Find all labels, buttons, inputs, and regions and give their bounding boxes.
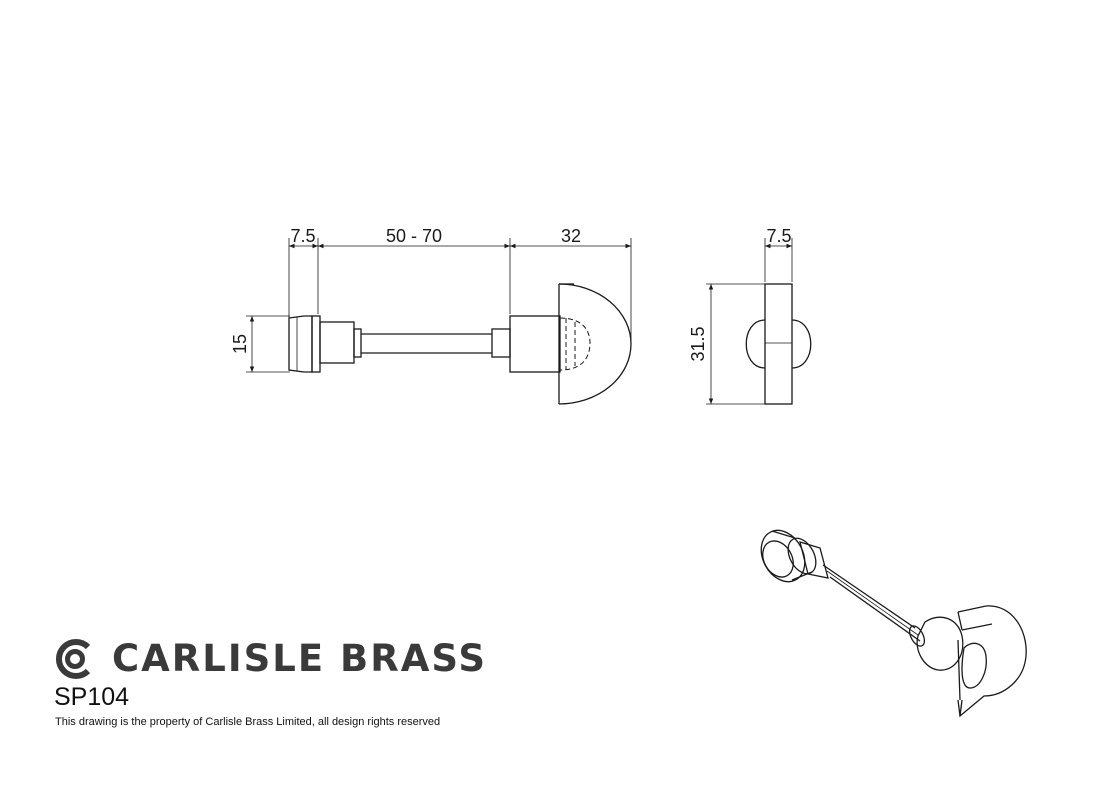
front-elevation [288, 283, 632, 405]
dim-side-thickness: 7.5 [766, 226, 791, 246]
dim-rose-height: 15 [230, 334, 250, 354]
isometric-view [760, 529, 1027, 718]
brand-name: CARLISLE BRASS [112, 637, 487, 680]
side-dimensions: 7.5 31.5 [688, 226, 793, 405]
front-dimensions: 7.5 50 - 70 32 15 [230, 226, 632, 373]
dim-front-thickness: 7.5 [290, 226, 315, 246]
property-notice: This drawing is the property of Carlisle… [55, 716, 441, 728]
carlisle-brass-logo-icon [55, 639, 91, 679]
product-code: SP104 [54, 683, 130, 711]
dim-side-height: 31.5 [688, 326, 708, 361]
dim-turn-depth: 32 [561, 226, 581, 246]
side-elevation [745, 283, 812, 405]
dim-spindle-length: 50 - 70 [386, 226, 442, 246]
brand-logo: CARLISLE BRASS [54, 632, 487, 686]
